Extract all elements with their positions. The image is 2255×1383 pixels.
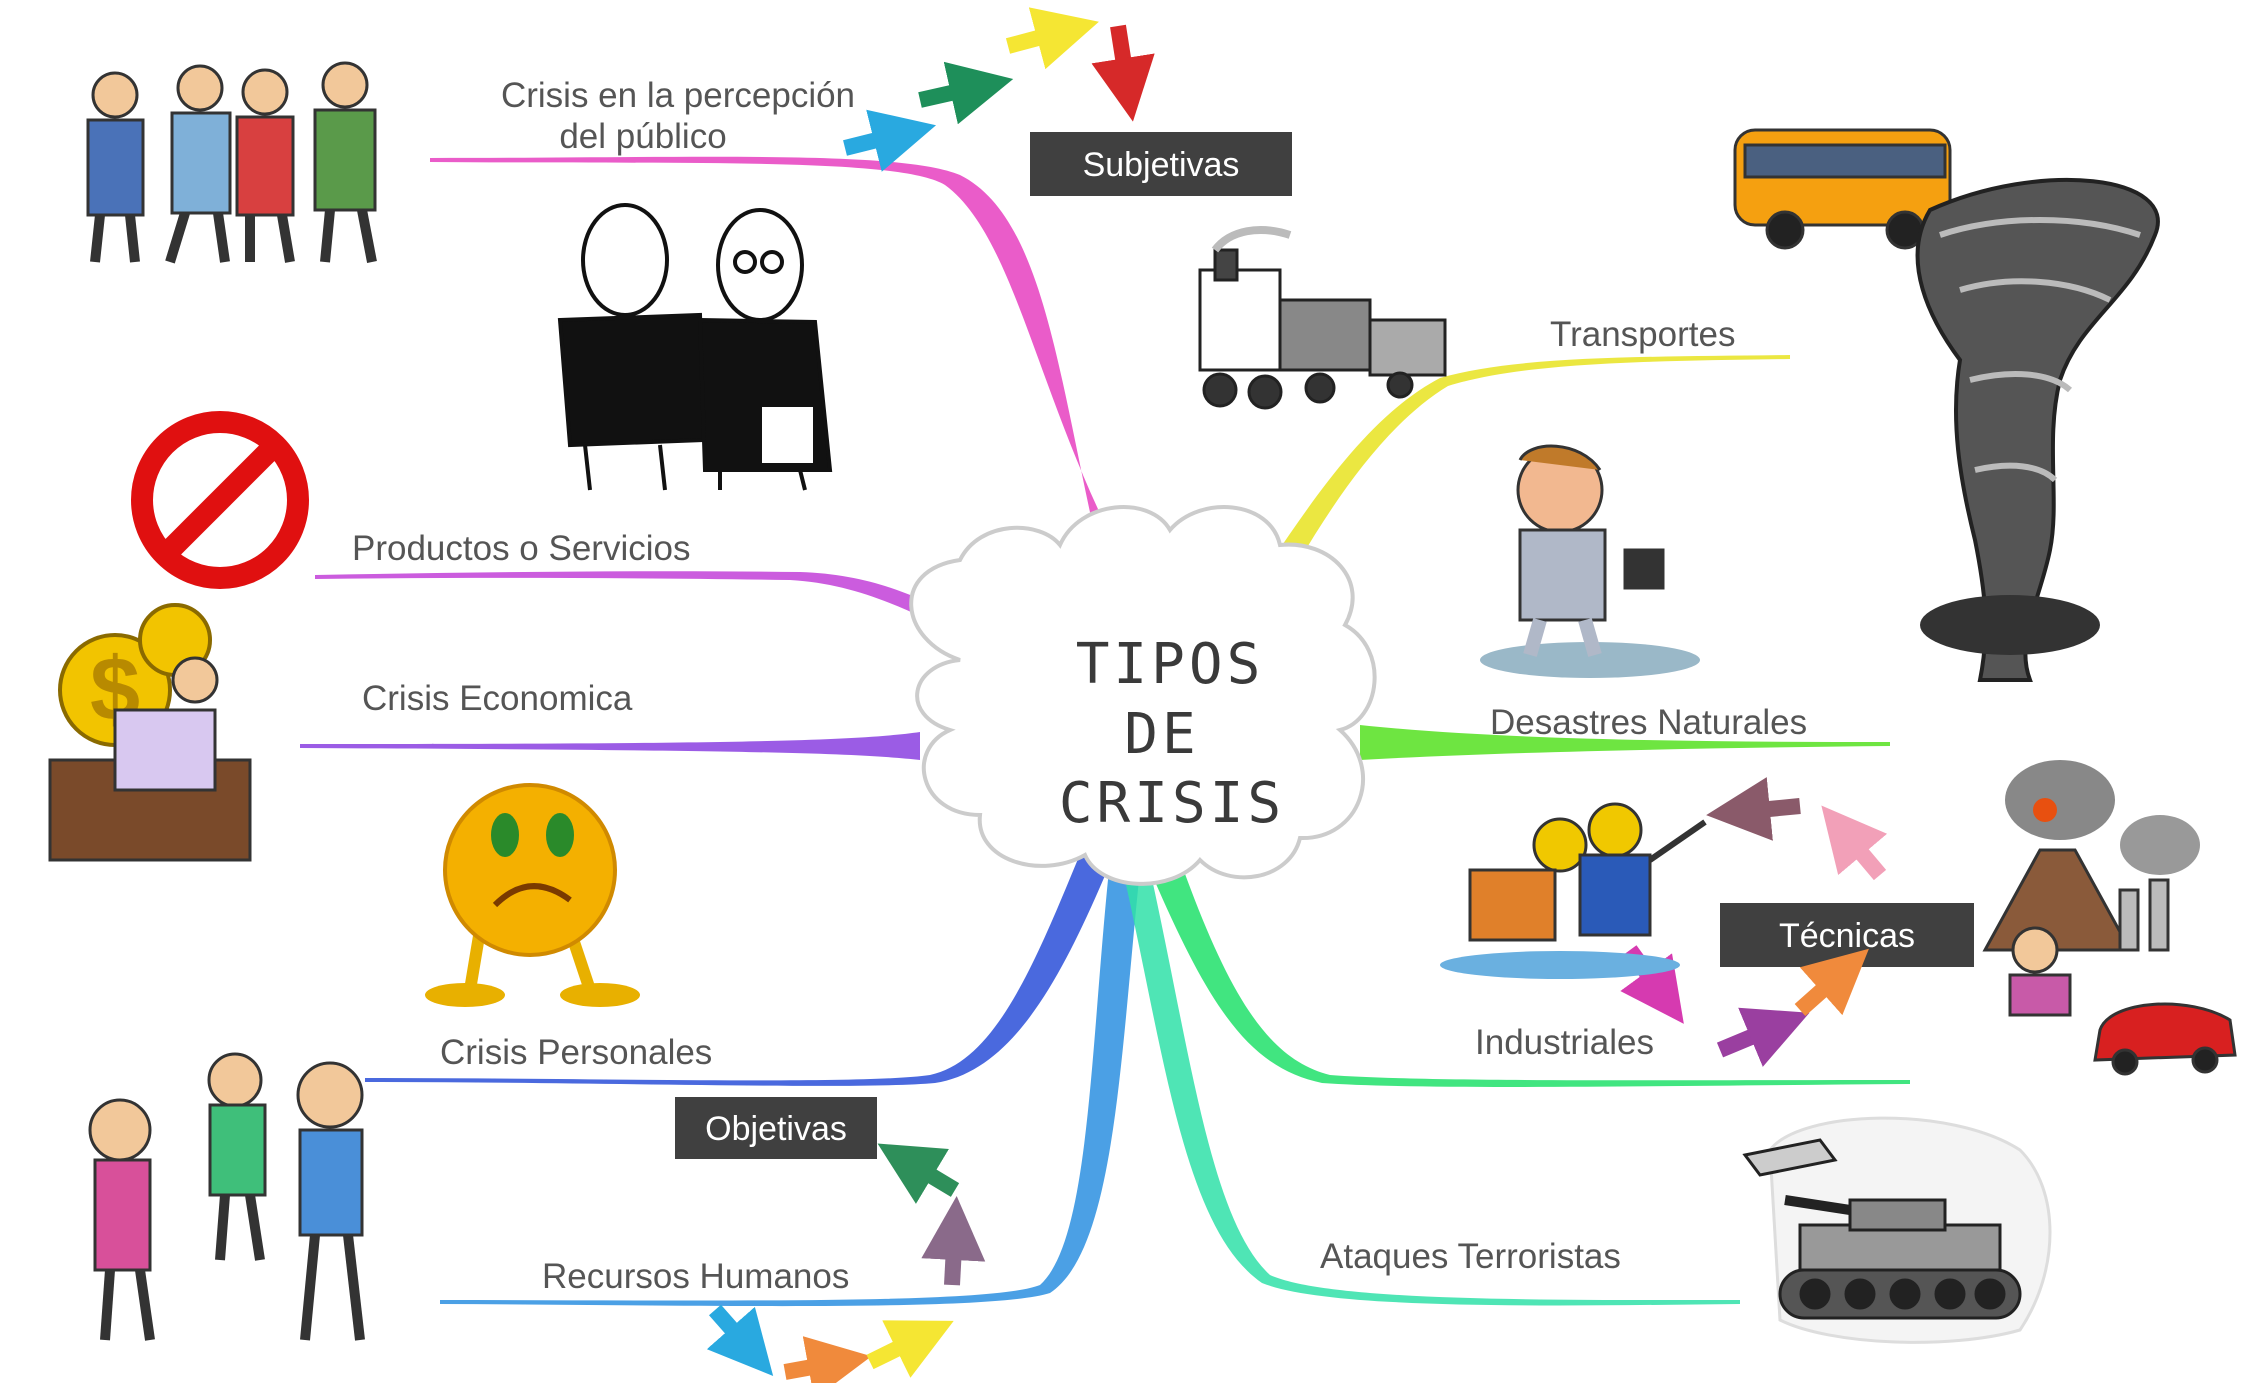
- workers-icon: [1440, 802, 1707, 979]
- label-public-perception-1: Crisis en la percepción: [501, 76, 855, 115]
- tag-objetivas-text: Objetivas: [705, 1110, 847, 1148]
- sad-face-icon: [425, 783, 640, 1007]
- volcano-icon: [1982, 760, 2237, 1076]
- arrow-icon: [843, 109, 937, 172]
- center-title-line-1: TIPOS: [1076, 632, 1265, 697]
- tag-subjetivas-text: Subjetivas: [1083, 146, 1240, 184]
- arrow-icon: [1005, 7, 1099, 70]
- arguing-people-icon: [86, 61, 377, 264]
- bus-icon: [1699, 53, 1955, 250]
- label-terrorist: Ataques Terroristas: [1320, 1237, 1621, 1276]
- tag-objetivas: Objetivas: [675, 1097, 877, 1159]
- branch-natural: [1360, 725, 1890, 760]
- center-title-line-2: DE: [1124, 702, 1199, 767]
- branch-lines: [300, 156, 1910, 1307]
- tag-subjetivas-box: [1030, 132, 1292, 196]
- tornado-icon: [1915, 177, 2160, 682]
- tag-subjetivas: Subjetivas: [1030, 132, 1292, 196]
- train-icon: [1198, 226, 1447, 410]
- center-cloud: [909, 505, 1377, 886]
- tag-tecnicas: Técnicas: [1720, 903, 1974, 967]
- label-personal: Crisis Personales: [440, 1033, 712, 1072]
- money-bag-icon: $: [48, 603, 252, 862]
- label-natural: Desastres Naturales: [1490, 703, 1807, 742]
- arrow-icon: [1794, 948, 1869, 1016]
- center-node: TIPOS DE CRISIS: [909, 505, 1377, 886]
- branch-labels: Crisis en la percepción del público Prod…: [352, 76, 1807, 1296]
- arrow-icon: [866, 1320, 954, 1378]
- arrow-icon: [1091, 24, 1155, 122]
- label-transport: Transportes: [1550, 315, 1735, 354]
- arrow-icon: [1821, 805, 1888, 881]
- tank-icon: [1742, 1116, 2052, 1344]
- arrow-icon: [1706, 777, 1801, 841]
- center-title-line-3: CRISIS: [1059, 771, 1285, 836]
- label-human-resources: Recursos Humanos: [542, 1257, 849, 1296]
- branch-economic: [300, 732, 920, 760]
- branch-human-resources: [440, 860, 1140, 1307]
- tag-objetivas-box: [675, 1097, 877, 1159]
- label-industrial: Industriales: [1475, 1023, 1654, 1062]
- arrows: [706, 7, 1888, 1383]
- arrow-icon: [877, 1143, 960, 1204]
- label-products: Productos o Servicios: [352, 529, 690, 568]
- flood-man-icon: [1480, 444, 1700, 678]
- arrow-icon: [783, 1336, 872, 1383]
- arrow-icon: [918, 61, 1014, 125]
- whispering-men-icon: [557, 203, 833, 491]
- arrow-icon: [1716, 1007, 1810, 1067]
- prohibition-sign-icon: [131, 411, 309, 589]
- label-economic: Crisis Economica: [362, 679, 633, 718]
- arrow-icon: [921, 1196, 986, 1286]
- label-public-perception-2: del público: [559, 117, 726, 156]
- family-icon: [88, 1052, 365, 1341]
- arrow-icon: [706, 1304, 774, 1377]
- tag-tecnicas-text: Técnicas: [1779, 917, 1915, 955]
